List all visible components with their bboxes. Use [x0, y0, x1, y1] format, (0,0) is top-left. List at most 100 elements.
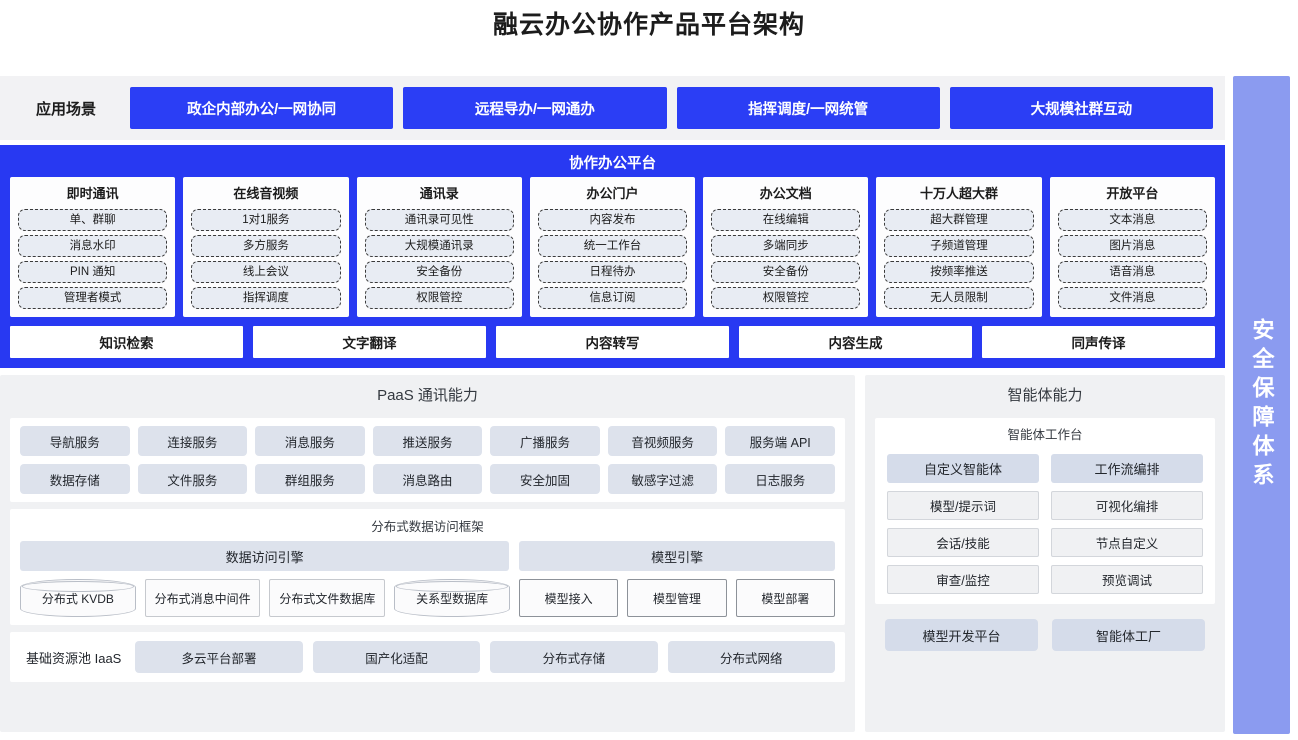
paas-panel: PaaS 通讯能力 导航服务 连接服务 消息服务 推送服务 广播服务 音视频服务… [0, 375, 855, 732]
engine-row: 数据访问引擎 模型引擎 [20, 541, 835, 571]
collab-item[interactable]: 多方服务 [191, 235, 341, 257]
collab-item[interactable]: 统一工作台 [537, 235, 688, 257]
collab-column-head: 在线音视频 [233, 186, 299, 201]
database-cylinder-kvdb[interactable]: 分布式 KVDB [20, 579, 136, 617]
collab-column-rtc: 在线音视频 1对1服务 多方服务 线上会议 指挥调度 [183, 177, 349, 317]
page-title: 融云办公协作产品平台架构 [492, 11, 805, 39]
collab-column-head: 开放平台 [1106, 186, 1159, 201]
paas-service-chip[interactable]: 消息路由 [372, 464, 483, 494]
ai-chip-content-generation[interactable]: 内容生成 [739, 326, 972, 358]
collab-item[interactable]: 在线编辑 [711, 209, 861, 231]
data-store-group: 分布式 KVDB 分布式消息中间件 分布式文件数据库 关系型数据库 [20, 579, 510, 617]
iaas-label: 基础资源池 IaaS [26, 650, 122, 666]
iaas-chip-multicloud[interactable]: 多云平台部署 [135, 641, 303, 673]
collab-item[interactable]: 安全备份 [364, 261, 514, 283]
collab-item[interactable]: 大规模通讯录 [364, 235, 514, 257]
paas-service-chip[interactable]: 文件服务 [137, 464, 248, 494]
paas-service-chip[interactable]: 敏感字过滤 [607, 464, 718, 494]
scenario-chip-3[interactable]: 指挥调度/一网统管 [676, 87, 940, 129]
paas-service-chip[interactable]: 推送服务 [372, 426, 483, 456]
collab-item[interactable]: 通讯录可见性 [364, 209, 514, 231]
collab-item[interactable]: 超大群管理 [884, 209, 1034, 231]
collab-item[interactable]: 文件消息 [1057, 287, 1207, 309]
collab-item[interactable]: 权限管控 [364, 287, 514, 309]
agent-bottom-row: 模型开发平台 智能体工厂 [875, 611, 1215, 655]
agent-item[interactable]: 会话/技能 [887, 528, 1039, 557]
store-box-model-access[interactable]: 模型接入 [518, 579, 619, 617]
collab-item[interactable]: 日程待办 [537, 261, 688, 283]
paas-service-chip[interactable]: 服务端 API [725, 426, 835, 456]
iaas-chip-distributed-storage[interactable]: 分布式存储 [490, 641, 658, 673]
collab-item[interactable]: 语音消息 [1057, 261, 1207, 283]
collab-item[interactable]: 无人员限制 [884, 287, 1034, 309]
agent-item[interactable]: 预览调试 [1051, 565, 1203, 594]
collab-item[interactable]: 多端同步 [711, 235, 861, 257]
ai-capability-row: 知识检索 文字翻译 内容转写 内容生成 同声传译 [10, 326, 1215, 358]
collab-column-im: 即时通讯 单、群聊 消息水印 PIN 通知 管理者模式 [10, 177, 176, 317]
model-engine-bar[interactable]: 模型引擎 [519, 541, 835, 571]
data-access-engine-bar[interactable]: 数据访问引擎 [20, 541, 510, 571]
paas-service-chip[interactable]: 连接服务 [137, 426, 248, 456]
ai-chip-text-translation[interactable]: 文字翻译 [253, 326, 486, 358]
store-box-model-management[interactable]: 模型管理 [627, 579, 727, 617]
collaboration-platform-block: 协作办公平台 即时通讯 单、群聊 消息水印 PIN 通知 管理者模式 在线音视频… [0, 145, 1225, 368]
paas-service-chip[interactable]: 导航服务 [20, 426, 130, 456]
agent-panel-title: 智能体能力 [1007, 387, 1083, 404]
database-cylinder-relational[interactable]: 关系型数据库 [394, 579, 510, 617]
collab-item[interactable]: 子频道管理 [884, 235, 1034, 257]
store-box-file-database[interactable]: 分布式文件数据库 [269, 579, 386, 617]
collab-item[interactable]: 指挥调度 [191, 287, 341, 309]
collab-item[interactable]: 图片消息 [1057, 235, 1207, 257]
collab-item[interactable]: 管理者模式 [18, 287, 168, 309]
collaboration-platform-title: 协作办公平台 [569, 156, 656, 172]
ai-chip-content-transcription[interactable]: 内容转写 [496, 326, 729, 358]
agent-column-head-custom[interactable]: 自定义智能体 [887, 454, 1039, 483]
collab-item[interactable]: 信息订阅 [537, 287, 688, 309]
store-label: 关系型数据库 [416, 591, 489, 606]
collab-column-portal: 办公门户 内容发布 统一工作台 日程待办 信息订阅 [529, 177, 696, 317]
framework-title: 分布式数据访问框架 [371, 520, 484, 534]
ai-chip-simultaneous-interpretation[interactable]: 同声传译 [982, 326, 1215, 358]
collab-column-head: 办公门户 [586, 186, 639, 201]
paas-service-chip[interactable]: 日志服务 [725, 464, 835, 494]
collab-column-docs: 办公文档 在线编辑 多端同步 安全备份 权限管控 [703, 177, 869, 317]
collab-item[interactable]: 单、群聊 [18, 209, 168, 231]
collab-item[interactable]: 安全备份 [711, 261, 861, 283]
collab-item[interactable]: 权限管控 [711, 287, 861, 309]
collab-item[interactable]: 按频率推送 [884, 261, 1034, 283]
collab-item[interactable]: PIN 通知 [18, 261, 168, 283]
agent-item[interactable]: 模型/提示词 [887, 491, 1039, 520]
scenario-chip-1[interactable]: 政企内部办公/一网协同 [130, 87, 394, 129]
agent-chip-agent-factory[interactable]: 智能体工厂 [1052, 619, 1205, 651]
collab-item[interactable]: 文本消息 [1057, 209, 1207, 231]
model-store-group: 模型接入 模型管理 模型部署 [518, 579, 835, 617]
paas-service-chip[interactable]: 音视频服务 [607, 426, 718, 456]
agent-column-head-workflow[interactable]: 工作流编排 [1051, 454, 1203, 483]
collab-item[interactable]: 内容发布 [537, 209, 688, 231]
iaas-chip-distributed-network[interactable]: 分布式网络 [667, 641, 835, 673]
iaas-chip-localization[interactable]: 国产化适配 [312, 641, 481, 673]
agent-item[interactable]: 节点自定义 [1051, 528, 1203, 557]
agent-item[interactable]: 审查/监控 [887, 565, 1039, 594]
collab-item[interactable]: 线上会议 [191, 261, 341, 283]
paas-service-chip[interactable]: 群组服务 [255, 464, 365, 494]
paas-service-chip[interactable]: 数据存储 [20, 464, 130, 494]
application-scenario-row: 应用场景 政企内部办公/一网协同 远程导办/一网通办 指挥调度/一网统管 大规模… [0, 76, 1225, 140]
paas-services-card: 导航服务 连接服务 消息服务 推送服务 广播服务 音视频服务 服务端 API 数… [10, 418, 845, 502]
collab-item[interactable]: 消息水印 [18, 235, 168, 257]
store-box-model-deployment[interactable]: 模型部署 [735, 579, 835, 617]
agent-item[interactable]: 可视化编排 [1051, 491, 1203, 520]
paas-service-chip[interactable]: 安全加固 [490, 464, 600, 494]
ai-chip-knowledge-search[interactable]: 知识检索 [10, 326, 243, 358]
paas-service-chip[interactable]: 消息服务 [255, 426, 365, 456]
agent-workbench-card: 智能体工作台 自定义智能体 工作流编排 模型/提示词 可视化编排 会话/技能 节… [875, 418, 1215, 604]
collab-column-openplatform: 开放平台 文本消息 图片消息 语音消息 文件消息 [1049, 177, 1215, 317]
scenario-chip-2[interactable]: 远程导办/一网通办 [403, 87, 667, 129]
collab-column-head: 十万人超大群 [920, 186, 999, 201]
agent-panel: 智能体能力 智能体工作台 自定义智能体 工作流编排 模型/提示词 可视化编排 会… [865, 375, 1225, 732]
store-box-message-middleware[interactable]: 分布式消息中间件 [144, 579, 261, 617]
paas-service-chip[interactable]: 广播服务 [490, 426, 600, 456]
collab-item[interactable]: 1对1服务 [191, 209, 341, 231]
agent-chip-model-dev-platform[interactable]: 模型开发平台 [885, 619, 1038, 651]
scenario-chip-4[interactable]: 大规模社群互动 [949, 87, 1213, 129]
